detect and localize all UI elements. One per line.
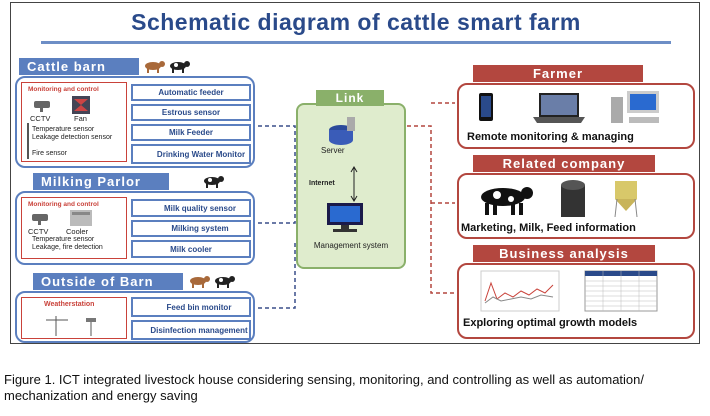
growth-chart-thumbnail bbox=[480, 270, 560, 312]
phone-icon bbox=[479, 93, 493, 121]
desktop-icon bbox=[611, 91, 659, 123]
server-label: Server bbox=[321, 146, 345, 155]
connector-lines bbox=[251, 102, 455, 309]
company-group: Marketing, Milk, Feed information bbox=[457, 173, 695, 239]
cow-icon bbox=[204, 176, 224, 188]
drinking-water-box: Drinking Water Monitor bbox=[131, 144, 251, 164]
business-header: Business analysis bbox=[473, 245, 655, 262]
sensor-leakage: Leakage detection sensor bbox=[32, 134, 113, 141]
automatic-feeder-label: Automatic feeder bbox=[158, 88, 224, 97]
outside-barn-header: Outside of Barn bbox=[33, 273, 183, 290]
business-caption: Exploring optimal growth models bbox=[463, 317, 638, 329]
figure-caption: Figure 1. ICT integrated livestock house… bbox=[4, 372, 644, 403]
disinfection-label: Disinfection management bbox=[150, 325, 248, 335]
drinking-water-label: Drinking Water Monitor bbox=[156, 149, 246, 159]
title-rule bbox=[41, 41, 671, 44]
estrous-sensor-box: Estrous sensor bbox=[131, 104, 251, 121]
management-label: Management system bbox=[313, 241, 389, 250]
feed-bin-icon bbox=[614, 181, 638, 218]
sensor-leakage-fire: Leakage, fire detection bbox=[32, 244, 103, 251]
business-group: Exploring optimal growth models bbox=[457, 263, 695, 339]
milk-cooler-box: Milk cooler bbox=[131, 240, 251, 258]
fan-icon bbox=[72, 96, 90, 114]
milk-quality-label: Milk quality sensor bbox=[163, 203, 237, 213]
company-header: Related company bbox=[473, 155, 655, 172]
diagram-frame: Schematic diagram of cattle smart farm C… bbox=[10, 2, 700, 344]
monitor-icon bbox=[327, 203, 363, 232]
milk-quality-box: Milk quality sensor bbox=[131, 199, 251, 217]
milk-cooler-label: Milk cooler bbox=[170, 244, 212, 254]
cctv-label: CCTV bbox=[30, 114, 51, 123]
link-header: Link bbox=[316, 90, 384, 106]
milking-system-label: Milking system bbox=[171, 224, 229, 233]
estrous-sensor-label: Estrous sensor bbox=[161, 108, 221, 117]
data-table-thumbnail bbox=[584, 270, 658, 312]
weather-box: Weatherstation bbox=[21, 297, 127, 339]
disinfection-box: Disinfection management bbox=[131, 320, 251, 340]
arrow-icon bbox=[350, 166, 358, 202]
cow-icon bbox=[481, 187, 533, 215]
automatic-feeder-box: Automatic feeder bbox=[131, 84, 251, 101]
cctv-label: CCTV bbox=[28, 227, 49, 236]
weatherstation-label: Weatherstation bbox=[44, 301, 95, 308]
cattle-barn-monitor-box: Monitoring and control CCTV Fan Temperat… bbox=[21, 82, 127, 162]
weather-station-icon bbox=[46, 316, 96, 336]
sensor-fire: Fire sensor bbox=[32, 150, 68, 157]
milking-monitor-label: Monitoring and control bbox=[28, 201, 99, 208]
milking-parlor-group: Monitoring and control CCTV Cooler Tempe… bbox=[15, 191, 255, 265]
farmer-caption: Remote monitoring & managing bbox=[467, 131, 634, 143]
cattle-barn-header: Cattle barn bbox=[19, 58, 139, 75]
feed-bin-box: Feed bin monitor bbox=[131, 297, 251, 317]
cattle-barn-group: Monitoring and control CCTV Fan Temperat… bbox=[15, 76, 255, 168]
server-icon bbox=[329, 117, 355, 145]
silo-icon bbox=[561, 180, 585, 217]
cctv-icon bbox=[32, 214, 48, 225]
milk-feeder-box: Milk Feeder bbox=[131, 124, 251, 141]
cctv-icon bbox=[34, 101, 50, 112]
farmer-header: Farmer bbox=[473, 65, 643, 82]
company-caption: Marketing, Milk, Feed information bbox=[461, 222, 636, 234]
sensor-temperature: Temperature sensor bbox=[32, 126, 95, 133]
cooler-icon bbox=[70, 210, 92, 226]
internet-label: Internet bbox=[309, 180, 335, 187]
laptop-icon bbox=[533, 93, 585, 123]
outside-barn-group: Weatherstation Feed bin monitor Disinfec… bbox=[15, 291, 255, 343]
diagram-title: Schematic diagram of cattle smart farm bbox=[131, 9, 581, 35]
cattle-icon bbox=[145, 61, 190, 73]
farmer-group: Remote monitoring & managing bbox=[457, 83, 695, 149]
cattle-icon bbox=[190, 276, 235, 288]
feed-bin-label: Feed bin monitor bbox=[166, 302, 232, 312]
cooler-label: Cooler bbox=[66, 227, 89, 236]
milking-monitor-box: Monitoring and control CCTV Cooler Tempe… bbox=[21, 197, 127, 259]
milking-system-box: Milking system bbox=[131, 220, 251, 237]
fan-label: Fan bbox=[74, 114, 87, 123]
monitor-label: Monitoring and control bbox=[28, 86, 99, 93]
milk-feeder-label: Milk Feeder bbox=[168, 128, 213, 137]
milking-parlor-header: Milking Parlor bbox=[33, 173, 169, 190]
sensor-temperature: Temperature sensor bbox=[32, 236, 95, 243]
thermometer-icon bbox=[27, 123, 29, 159]
